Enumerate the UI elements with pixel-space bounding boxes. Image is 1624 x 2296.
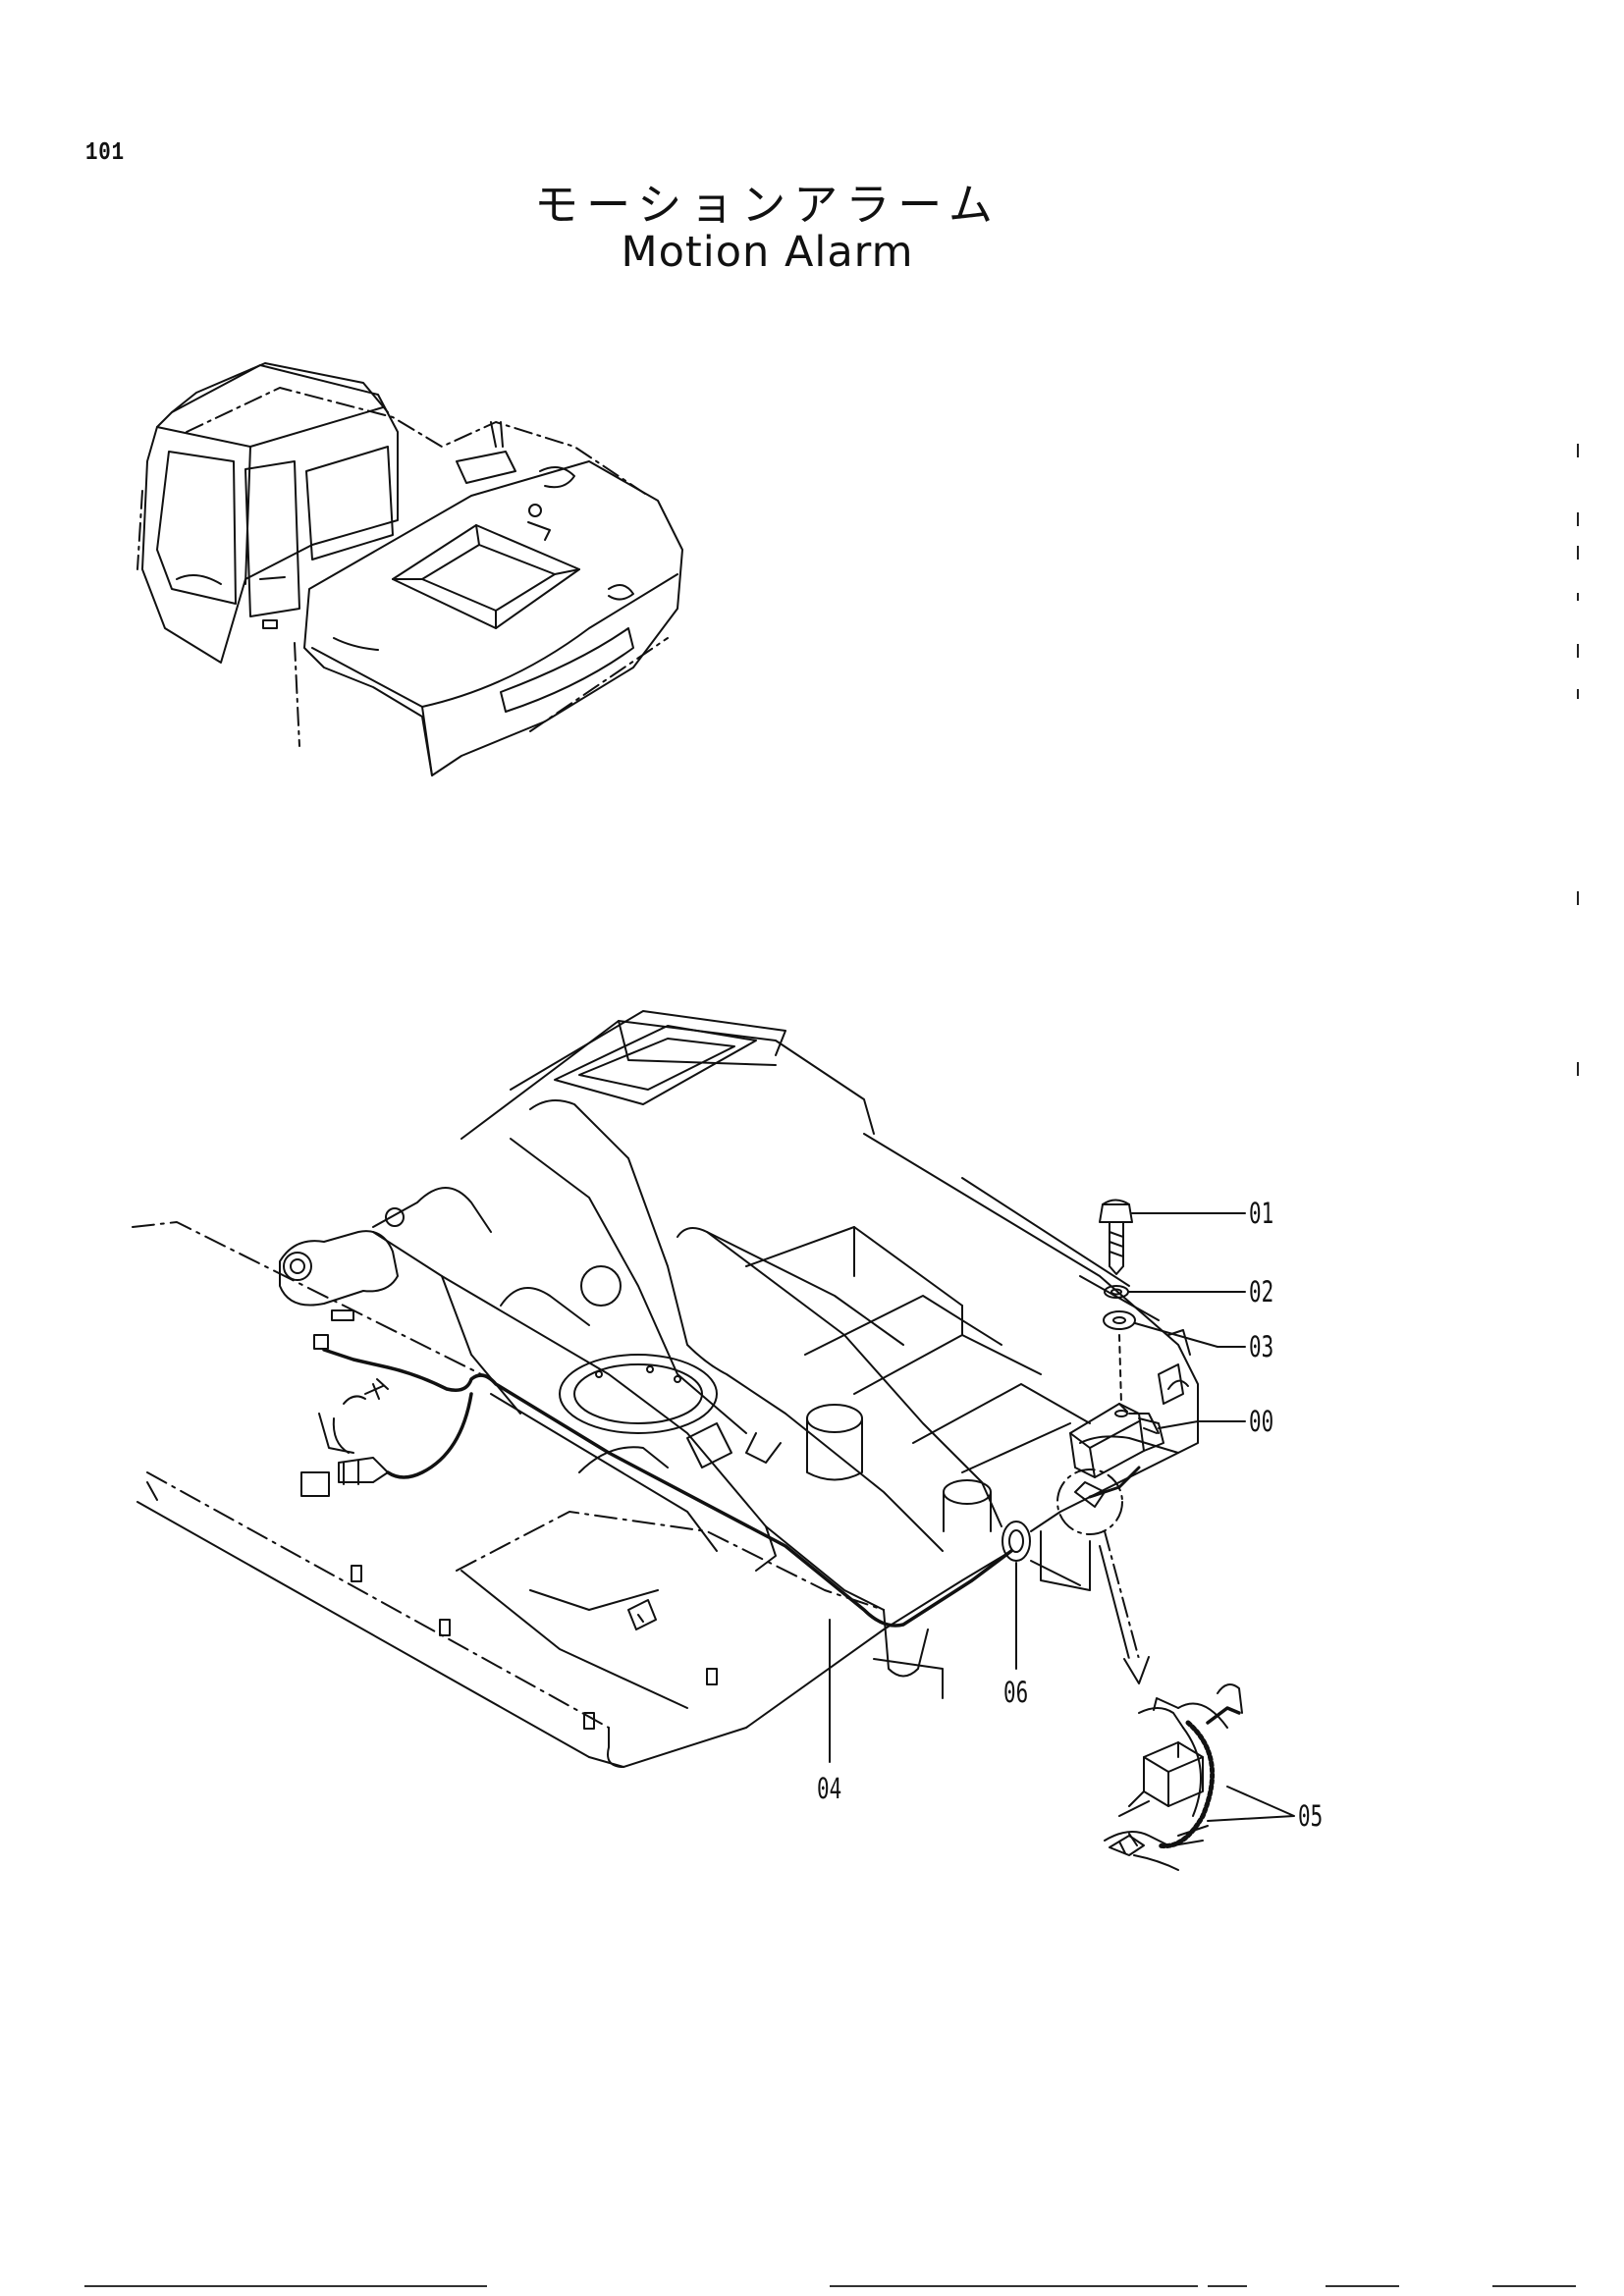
callout-02: 02 xyxy=(1249,1275,1274,1308)
footer-rule xyxy=(830,2285,1198,2287)
wire-harness xyxy=(300,1334,1141,1628)
connector-detail-view xyxy=(1104,1683,1243,1871)
footer-rule xyxy=(1208,2285,1247,2287)
footer-rule xyxy=(1492,2285,1576,2287)
margin-tick xyxy=(1577,891,1579,905)
margin-tick xyxy=(1577,546,1579,560)
callout-leader-lines xyxy=(829,1212,1295,1822)
margin-tick xyxy=(1577,593,1579,601)
footer-rule xyxy=(1326,2285,1399,2287)
margin-tick xyxy=(1577,1062,1579,1076)
margin-tick xyxy=(1577,644,1579,658)
title-english: Motion Alarm xyxy=(621,228,914,277)
callout-00: 00 xyxy=(1249,1405,1274,1438)
callout-01: 01 xyxy=(1249,1197,1274,1230)
margin-tick xyxy=(1577,689,1579,699)
callout-04: 04 xyxy=(817,1772,842,1805)
title-japanese: モーションアラーム xyxy=(534,179,1001,231)
motion-alarm-assembly xyxy=(1056,1199,1164,1684)
page-number: 101 xyxy=(85,137,125,167)
upper-frame-illustration xyxy=(132,1010,1199,1768)
footer-rule xyxy=(84,2285,487,2287)
margin-tick xyxy=(1577,444,1579,457)
callout-05: 05 xyxy=(1298,1799,1324,1833)
excavator-upperstructure-illustration xyxy=(136,362,683,776)
margin-tick xyxy=(1577,512,1579,526)
callout-03: 03 xyxy=(1249,1330,1274,1363)
callout-06: 06 xyxy=(1003,1676,1029,1709)
